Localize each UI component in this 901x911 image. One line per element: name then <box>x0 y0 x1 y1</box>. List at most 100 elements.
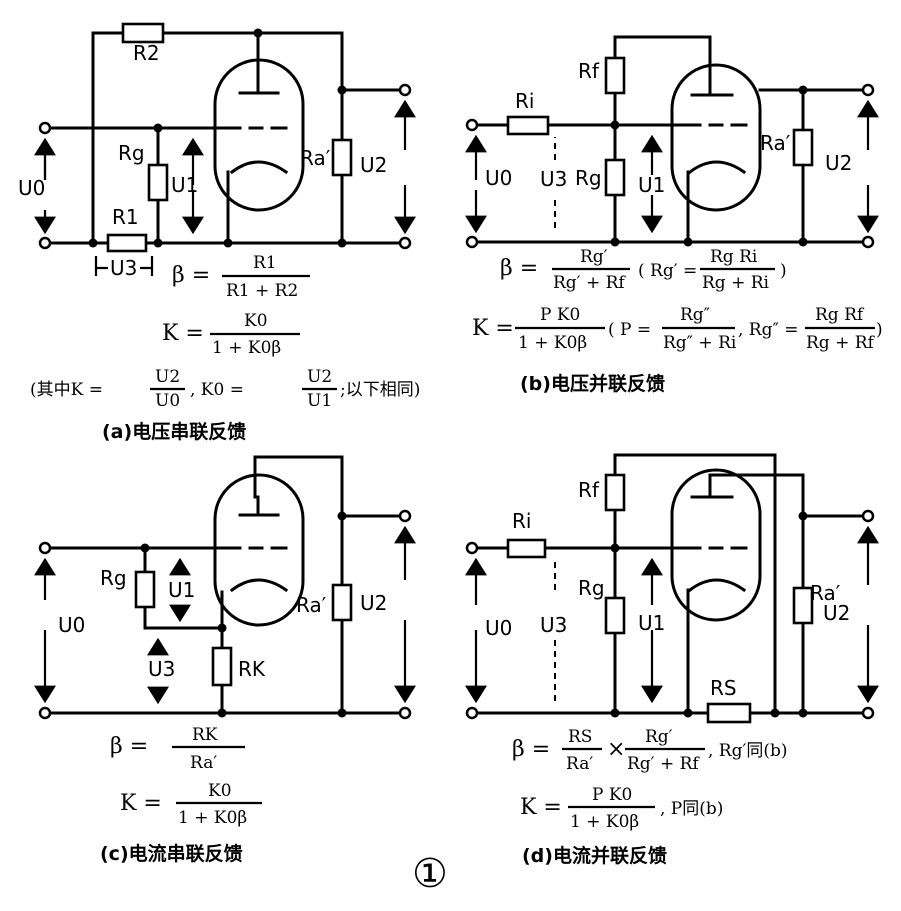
panel-a-equations: β = R1 R1 + R2 K = K0 1 + K0β (其中K = U2 … <box>30 253 420 443</box>
svg-text:Rg″: Rg″ <box>680 305 710 325</box>
panel-b-circuit <box>465 35 879 249</box>
svg-text:, Rg″ =: , Rg″ = <box>738 320 799 340</box>
panel-a-labels: R2 R1 Rg Ra′ U0 U1 U2 U3 <box>18 41 387 280</box>
panel-c-labels: Rg RK Ra′ U0 U1 U2 U3 <box>58 566 387 681</box>
svg-text:P K0: P K0 <box>592 785 632 805</box>
svg-text:RK: RK <box>238 657 266 681</box>
svg-text:K =: K = <box>520 795 562 820</box>
svg-text:1 + K0β: 1 + K0β <box>570 812 639 832</box>
svg-text:Ri: Ri <box>515 89 534 113</box>
svg-text:Ra′: Ra′ <box>566 754 593 774</box>
label-r1: R1 <box>112 205 139 229</box>
svg-text:Ri: Ri <box>512 509 531 533</box>
resistor-ra-c <box>331 583 353 622</box>
svg-text:Rg: Rg <box>575 166 602 190</box>
panel-d-equations: β = RS Ra′ × Rg′ Rg′ + Rf , Rg′同(b) K = … <box>512 727 788 867</box>
svg-text:U1: U1 <box>638 611 665 635</box>
svg-text:Rg′: Rg′ <box>645 727 673 747</box>
label-u1: U1 <box>171 173 198 197</box>
svg-text:×: × <box>607 737 625 762</box>
svg-text:U3: U3 <box>540 613 567 637</box>
resistor-rf-d <box>604 473 626 512</box>
caption-a: (a)电压串联反馈 <box>102 420 246 443</box>
resistor-ri-d <box>506 538 547 559</box>
svg-text:U1: U1 <box>307 391 332 411</box>
svg-text:Rg′: Rg′ <box>580 247 608 267</box>
panel-b-equations: β = Rg′ Rg′ + Rf ( Rg′ = Rg Ri Rg + Ri )… <box>472 247 883 395</box>
svg-text:Ra′: Ra′ <box>296 593 327 617</box>
svg-text:Rg″ + Ri: Rg″ + Ri <box>663 333 737 353</box>
resistor-ra-d <box>792 586 814 625</box>
svg-text:K =: K = <box>472 316 514 341</box>
svg-text:Rg′ + Rf: Rg′ + Rf <box>553 273 626 293</box>
svg-text:U0: U0 <box>485 166 512 190</box>
resistor-rs <box>706 702 752 724</box>
vacuum-tube-b <box>670 63 762 212</box>
resistor-ra <box>331 138 353 177</box>
resistor-rg <box>147 163 169 202</box>
panel-c-circuit <box>34 455 416 720</box>
svg-text:Rg Rf: Rg Rf <box>815 305 865 325</box>
svg-text:( Rg′ =: ( Rg′ = <box>638 261 697 281</box>
panel-b-labels: Rf Ri Rg Ra′ U0 U1 U2 U3 <box>485 59 852 197</box>
svg-text:1 + K0β: 1 + K0β <box>518 333 587 353</box>
svg-text:U2: U2 <box>825 151 852 175</box>
caption-c: (c)电流串联反馈 <box>100 842 243 865</box>
svg-text:, P同(b): , P同(b) <box>660 799 723 819</box>
vacuum-tube-c <box>213 473 305 627</box>
svg-text:, K0 =: , K0 = <box>190 380 244 400</box>
svg-text:β =: β = <box>110 734 148 759</box>
svg-text:U1: U1 <box>168 578 195 602</box>
svg-text:U1: U1 <box>638 173 665 197</box>
svg-text:( P =: ( P = <box>608 320 651 340</box>
svg-text:RK: RK <box>192 725 218 745</box>
label-u3: U3 <box>110 256 137 280</box>
svg-text:P K0: P K0 <box>540 305 580 325</box>
svg-text:β =: β = <box>512 737 550 762</box>
svg-text:β =: β = <box>172 263 210 288</box>
svg-text:Rf: Rf <box>578 59 600 83</box>
resistor-rg-c <box>134 570 156 609</box>
svg-text:U2: U2 <box>823 601 850 625</box>
svg-text:U0: U0 <box>58 613 85 637</box>
figure-number: ① <box>412 851 448 897</box>
panel-d-circuit <box>465 453 879 724</box>
caption-b: (b)电压并联反馈 <box>520 372 665 395</box>
svg-text:RS: RS <box>568 727 592 747</box>
label-u2: U2 <box>360 153 387 177</box>
svg-text:Rf: Rf <box>578 478 600 502</box>
resistor-rg-d <box>604 596 626 635</box>
resistor-r1 <box>106 233 148 253</box>
svg-text:β =: β = <box>500 256 538 281</box>
resistor-rg-b <box>604 158 626 197</box>
svg-text:K0: K0 <box>208 781 232 801</box>
svg-text:Rg: Rg <box>100 566 127 590</box>
svg-text:K =: K = <box>120 791 162 816</box>
svg-text:1 + K0β: 1 + K0β <box>212 338 281 358</box>
svg-text:U2: U2 <box>360 591 387 615</box>
svg-text:U0: U0 <box>485 616 512 640</box>
svg-text:, Rg′同(b): , Rg′同(b) <box>708 741 788 761</box>
svg-text:;以下相同): ;以下相同) <box>340 380 420 400</box>
svg-text:RS: RS <box>710 676 737 700</box>
svg-text:): ) <box>780 261 787 281</box>
vacuum-tube-d <box>670 468 762 622</box>
svg-text:Rg Ri: Rg Ri <box>710 247 758 267</box>
svg-text:U0: U0 <box>155 391 180 411</box>
panel-a-circuit <box>40 22 416 276</box>
svg-text:Rg + Rf: Rg + Rf <box>806 333 876 353</box>
resistor-r2 <box>121 22 165 44</box>
svg-text:): ) <box>876 320 883 340</box>
resistor-ri-b <box>506 115 550 136</box>
svg-text:U3: U3 <box>148 657 175 681</box>
label-u0: U0 <box>18 176 45 200</box>
resistor-rk <box>211 646 233 687</box>
svg-text:Ra′: Ra′ <box>760 131 791 155</box>
label-ra: Ra′ <box>300 146 331 170</box>
svg-text:R1 + R2: R1 + R2 <box>226 281 298 301</box>
caption-d: (d)电流并联反馈 <box>522 844 667 867</box>
panel-c-equations: β = RK Ra′ K = K0 1 + K0β (c)电流串联反馈 <box>100 725 262 865</box>
svg-text:Ra′: Ra′ <box>190 753 217 773</box>
svg-text:Rg: Rg <box>578 576 605 600</box>
svg-text:K =: K = <box>162 321 204 346</box>
